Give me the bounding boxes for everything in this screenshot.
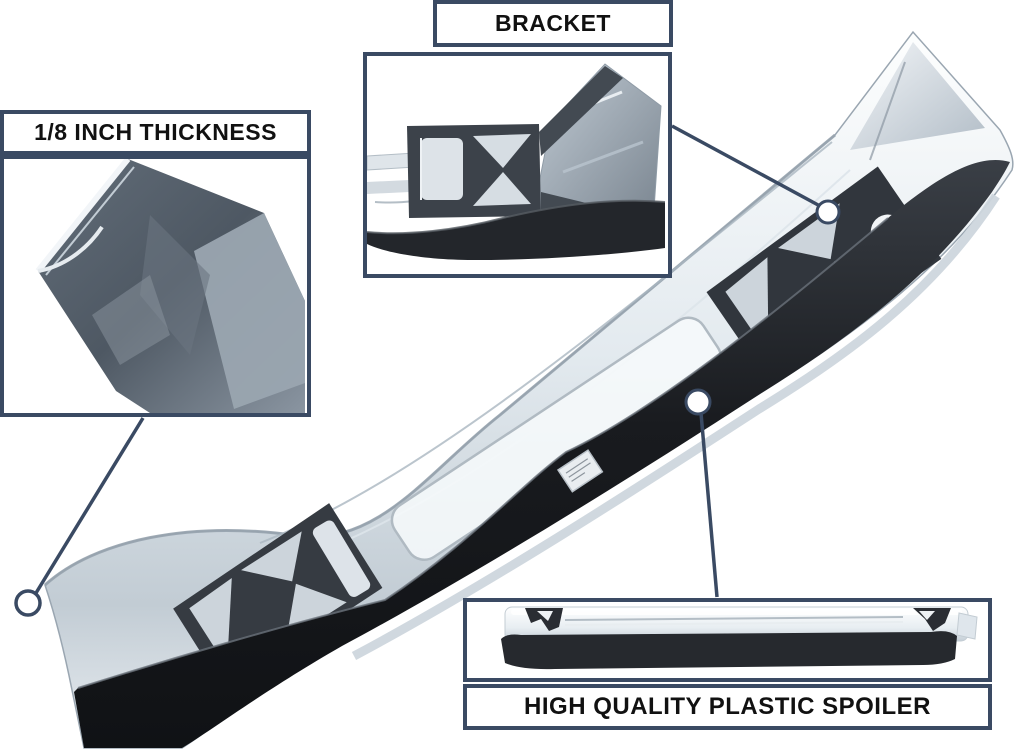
front-view-spoiler	[501, 631, 957, 670]
marker-bracket	[815, 199, 841, 225]
spoiler-label-box: HIGH QUALITY PLASTIC SPOILER	[463, 684, 992, 730]
thickness-closeup-image	[35, 159, 305, 413]
marker-thickness	[14, 589, 42, 617]
bracket-label-box: BRACKET	[433, 0, 673, 47]
spoiler-strip	[74, 159, 1010, 748]
bracket-closeup-image	[367, 63, 666, 260]
right-fin-crease	[869, 61, 906, 161]
sticker-label	[556, 449, 604, 493]
thickness-label-box: 1/8 INCH THICKNESS	[0, 110, 311, 155]
marker-spoiler	[684, 388, 712, 416]
bracket-label: BRACKET	[495, 10, 611, 36]
thickness-inset-box	[0, 155, 311, 417]
spoiler-label: HIGH QUALITY PLASTIC SPOILER	[524, 693, 931, 720]
spoiler-inset-box	[463, 598, 992, 682]
leader-line-bracket	[671, 124, 821, 208]
thickness-label: 1/8 INCH THICKNESS	[34, 119, 277, 145]
front-view-hook-left	[525, 608, 563, 631]
leader-line-spoiler	[699, 412, 719, 598]
leader-line-thickness	[34, 417, 145, 594]
bumper-lower-lip	[351, 193, 1000, 660]
spoiler-front-view-image	[501, 606, 978, 670]
spoiler-top-highlight	[77, 217, 889, 689]
bracket-inset-box	[363, 52, 672, 278]
